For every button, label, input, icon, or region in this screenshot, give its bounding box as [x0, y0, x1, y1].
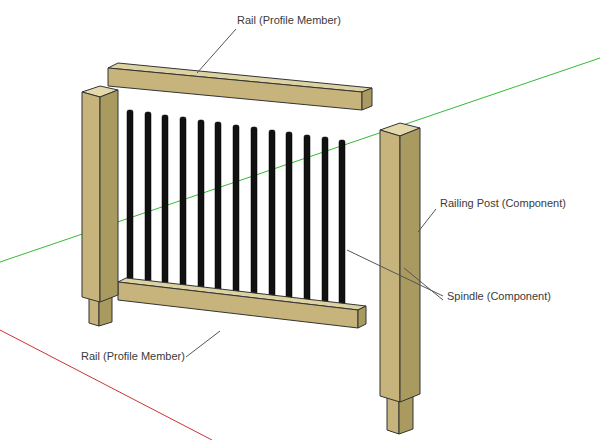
- rail-label: Rail (Profile Member): [80, 350, 186, 363]
- rail-label: Rail (Profile Member): [236, 14, 342, 27]
- top-rail: [108, 63, 372, 110]
- post-label: Railing Post (Component): [439, 197, 567, 210]
- red-axis: [0, 330, 212, 440]
- bottom-rail: [118, 278, 366, 328]
- leader-lines: [186, 29, 443, 357]
- right-post: [380, 123, 420, 434]
- spindle-label: Spindle (Component): [446, 290, 552, 303]
- left-post: [82, 86, 118, 326]
